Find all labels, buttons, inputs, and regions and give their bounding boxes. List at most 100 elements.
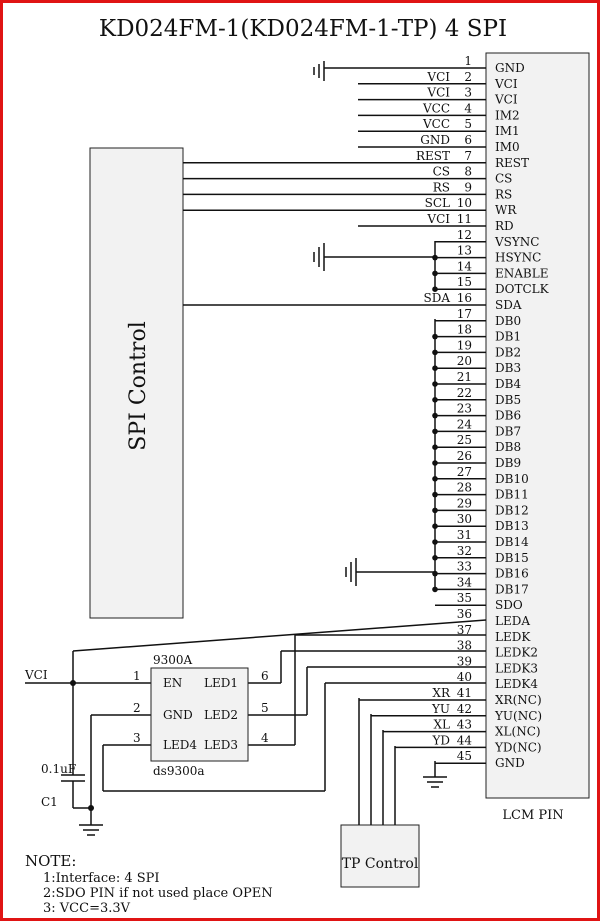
lcm-pin-label: LCM PIN — [502, 808, 563, 823]
junction-dot — [432, 270, 438, 277]
pin-number: 9 — [464, 180, 472, 194]
junction-dot — [432, 381, 438, 387]
pin-name: DB13 — [495, 519, 529, 533]
ic-pin-num: 6 — [261, 669, 269, 683]
pin-name: LEDK4 — [495, 677, 538, 691]
schematic: KD024FM-1(KD024FM-1-TP) 4 SPI LCM PIN SP… — [24, 16, 590, 916]
pin-name: DB2 — [495, 345, 521, 359]
tp-control-box — [340, 824, 420, 888]
pin-number: 43 — [457, 718, 472, 732]
pin-name: DB6 — [495, 409, 521, 423]
pin-number: 39 — [457, 654, 472, 668]
diagram-title: KD024FM-1(KD024FM-1-TP) 4 SPI — [99, 16, 507, 42]
note-line: 1:Interface: 4 SPI — [43, 871, 160, 886]
pin-number: 15 — [457, 275, 472, 289]
pin-name: DB17 — [495, 582, 529, 596]
pin-number: 20 — [457, 354, 472, 368]
pin-number: 45 — [457, 749, 472, 763]
pin-signal: CS — [433, 165, 450, 179]
pin-signal: YD — [431, 733, 450, 747]
pin-number: 42 — [457, 702, 472, 716]
pin-number: 28 — [457, 481, 472, 495]
pin-name: DB4 — [495, 377, 521, 391]
pin-number: 38 — [457, 639, 472, 653]
pin-number: 13 — [457, 244, 472, 258]
pin-name: DB11 — [495, 488, 529, 502]
ic-pin-label: LED2 — [204, 708, 238, 722]
pin-number: 12 — [457, 228, 472, 242]
ic-pin-num: 1 — [133, 669, 141, 683]
junction-dot — [432, 333, 438, 340]
pin-name: DB7 — [495, 424, 521, 438]
pin-signal: VCI — [426, 70, 450, 84]
junction-dot — [432, 397, 438, 403]
pin-name: LEDA — [495, 614, 530, 628]
pin-number: 11 — [457, 212, 472, 226]
pin-number: 22 — [457, 386, 472, 400]
junction-dot — [432, 570, 438, 577]
pin-name: YD(NC) — [494, 740, 542, 754]
ic-pin-label: GND — [163, 708, 193, 722]
junction-dot — [432, 507, 438, 514]
spi-control-box — [89, 147, 184, 619]
pin-signal: VCI — [426, 86, 450, 100]
pin-signal: XR — [432, 686, 451, 700]
pin-name: DB16 — [495, 567, 529, 581]
pin-number: 8 — [464, 165, 472, 179]
note-line: 2:SDO PIN if not used place OPEN — [43, 886, 273, 901]
pin-number: 32 — [457, 544, 472, 558]
pin-signal: VCC — [422, 117, 450, 131]
junction-dot — [432, 254, 438, 261]
pin-number: 17 — [457, 307, 472, 321]
pin-name: GND — [495, 61, 525, 75]
pin-number: 36 — [457, 607, 472, 621]
pin-number: 27 — [457, 465, 472, 479]
pin-name: RD — [495, 219, 514, 233]
ic-pin-label: EN — [163, 676, 182, 690]
spi-control-label: SPI Control — [126, 321, 151, 450]
junction-dot — [432, 349, 438, 356]
pin-name: DB0 — [495, 314, 521, 328]
pin-number: 19 — [457, 338, 472, 352]
pin-name: IM0 — [495, 140, 520, 154]
ic-bottom-label: ds9300a — [153, 764, 205, 778]
vci-input-label: VCI — [24, 668, 48, 682]
pin-name: DB15 — [495, 551, 529, 565]
pin-name: DB5 — [495, 393, 521, 407]
pin-signal: RS — [433, 180, 450, 194]
pin-number: 40 — [457, 670, 472, 684]
pin-number: 24 — [457, 417, 473, 431]
pin-number: 37 — [457, 623, 472, 637]
pin-number: 21 — [457, 370, 472, 384]
pin-name: DB3 — [495, 361, 521, 375]
pin-number: 1 — [464, 54, 472, 68]
ic-top-label: 9300A — [153, 653, 193, 667]
pin-name: IM2 — [495, 108, 520, 122]
pin-number: 14 — [457, 259, 473, 273]
pin-number: 31 — [457, 528, 472, 542]
junction-dot — [432, 586, 438, 593]
pin-name: DB12 — [495, 503, 529, 517]
pin-signal: XL — [433, 718, 450, 732]
pin-number: 7 — [464, 149, 472, 163]
pin-name: DB14 — [495, 535, 529, 549]
pin-name: VCI — [494, 77, 518, 91]
pin-number: 16 — [457, 291, 472, 305]
pin-name: IM1 — [495, 124, 520, 138]
pin-signal: SCL — [425, 196, 450, 210]
pin-number: 18 — [457, 323, 472, 337]
pin-number: 34 — [457, 575, 473, 589]
pin-signal: YU — [431, 702, 450, 716]
notes-title: NOTE: — [25, 852, 76, 870]
pin-number: 41 — [457, 686, 472, 700]
junction-dots — [70, 680, 94, 811]
pin-name: DB10 — [495, 472, 529, 486]
pin-name: LEDK — [495, 630, 531, 644]
junction-dot — [432, 444, 438, 451]
pin-name: DB8 — [495, 440, 521, 454]
pin-name: LEDK3 — [495, 661, 538, 675]
capacitor-name: C1 — [41, 795, 58, 809]
pin-name: REST — [495, 156, 529, 170]
junction-dot — [432, 539, 438, 545]
